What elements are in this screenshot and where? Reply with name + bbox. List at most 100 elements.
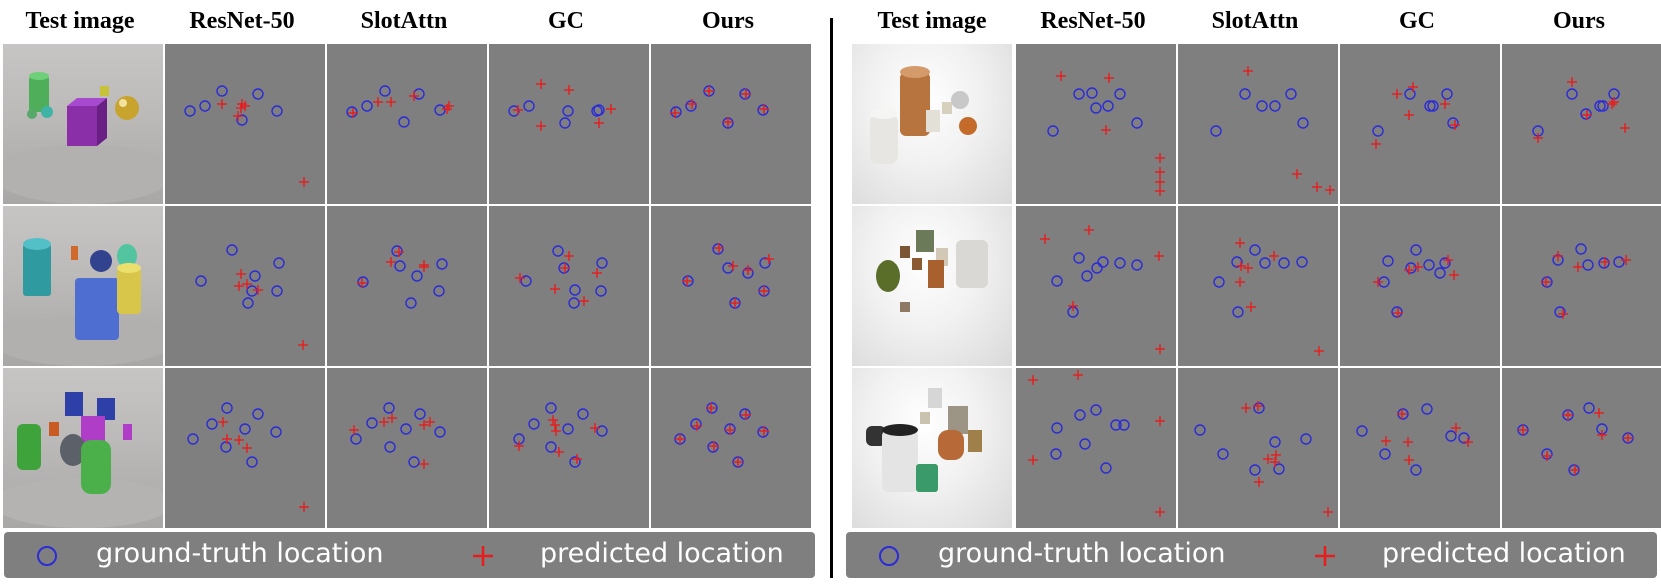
predicted-marker — [1381, 436, 1391, 446]
ground-truth-marker — [1554, 306, 1566, 318]
ground-truth-marker — [400, 423, 412, 435]
marker-plot — [1213, 238, 1324, 356]
ground-truth-marker — [271, 285, 283, 297]
predicted-marker — [1241, 403, 1251, 413]
predicted-marker — [1323, 507, 1333, 517]
ground-truth-marker — [1074, 409, 1086, 421]
predicted-marker — [1235, 277, 1245, 287]
ground-truth-marker — [379, 85, 391, 97]
ground-truth-marker — [1231, 256, 1243, 268]
ground-truth-marker — [1613, 256, 1625, 268]
predicted-marker — [675, 434, 685, 444]
legend-pred-label: predicted location — [540, 538, 784, 569]
predicted-marker — [1155, 153, 1165, 163]
predicted-marker — [1056, 71, 1066, 81]
ground-truth-marker — [1131, 259, 1143, 271]
ground-truth-marker — [757, 426, 769, 438]
test-image-thumbnail — [852, 368, 1012, 528]
ground-truth-marker — [1404, 88, 1416, 100]
predicted-marker — [1325, 185, 1335, 195]
ground-truth-marker — [246, 456, 258, 468]
ground-truth-marker — [411, 270, 423, 282]
ground-truth-marker — [1210, 125, 1222, 137]
ground-truth-marker — [1097, 256, 1109, 268]
predicted-marker — [514, 441, 524, 451]
predicted-marker — [419, 459, 429, 469]
predicted-marker — [1621, 255, 1631, 265]
predicted-marker — [1235, 238, 1245, 248]
ground-truth-marker — [1445, 430, 1457, 442]
ground-truth-marker — [1256, 100, 1268, 112]
ground-truth-marker — [1424, 100, 1436, 112]
ground-truth-marker — [562, 423, 574, 435]
ground-truth-marker — [1073, 88, 1085, 100]
ground-truth-marker — [384, 441, 396, 453]
predicted-marker — [1068, 301, 1078, 311]
marker-cell-left-resnet — [165, 206, 325, 366]
ground-truth-marker — [405, 297, 417, 309]
ground-truth-marker — [271, 105, 283, 117]
ground-truth-marker — [596, 257, 608, 269]
marker-cell-right-gc — [1340, 206, 1500, 366]
predicted-marker — [1440, 99, 1450, 109]
legend-left: ground-truth location predicted location — [4, 532, 815, 578]
predicted-marker — [687, 99, 697, 109]
predicted-marker — [1404, 265, 1414, 275]
predicted-marker — [1404, 455, 1414, 465]
predicted-marker — [234, 435, 244, 445]
predicted-marker — [1040, 234, 1050, 244]
ground-truth-marker — [1051, 422, 1063, 434]
marker-cell-right-resnet — [1016, 206, 1176, 366]
marker-cell-right-slotattn — [1178, 368, 1338, 528]
ground-truth-marker — [398, 116, 410, 128]
predicted-marker — [1570, 465, 1580, 475]
predicted-marker — [1236, 261, 1246, 271]
ground-truth-marker — [1594, 100, 1606, 112]
predicted-marker — [1155, 167, 1165, 177]
marker-plot — [357, 245, 448, 309]
predicted-marker — [590, 423, 600, 433]
ground-truth-marker — [1458, 432, 1470, 444]
ground-truth-marker — [1356, 425, 1368, 437]
predicted-marker — [1541, 277, 1551, 287]
ground-truth-marker — [1118, 419, 1130, 431]
predicted-marker — [1292, 169, 1302, 179]
predicted-marker — [704, 86, 714, 96]
legend-gt-label: ground-truth location — [96, 538, 384, 569]
ground-truth-marker — [1427, 100, 1439, 112]
ground-truth-marker — [1259, 257, 1271, 269]
predicted-marker — [1155, 186, 1165, 196]
predicted-marker — [386, 97, 396, 107]
ground-truth-marker — [1582, 259, 1594, 271]
ground-truth-marker — [1232, 306, 1244, 318]
scene-illustration — [3, 72, 163, 204]
marker-plot — [1373, 244, 1459, 318]
header-gc: GC — [1399, 8, 1435, 34]
predicted-marker — [373, 97, 383, 107]
predicted-marker — [1609, 97, 1619, 107]
ground-truth-marker — [1441, 88, 1453, 100]
ground-truth-marker — [184, 105, 196, 117]
marker-cell-right-ours — [1502, 44, 1661, 204]
marker-cell-right-slotattn — [1178, 206, 1338, 366]
predicted-marker — [409, 91, 419, 101]
ground-truth-marker — [707, 441, 719, 453]
marker-cell-left-gc — [489, 44, 649, 204]
predicted-marker — [550, 284, 560, 294]
predicted-marker — [759, 104, 769, 114]
header-slotattn: SlotAttn — [360, 8, 448, 34]
ground-truth-marker — [1073, 252, 1085, 264]
predicted-marker — [349, 425, 359, 435]
predicted-marker — [560, 263, 570, 273]
predicted-marker — [1084, 225, 1094, 235]
ground-truth-marker — [759, 257, 771, 269]
predicted-marker — [299, 502, 309, 512]
predicted-marker — [1073, 370, 1083, 380]
ground-truth-marker — [408, 456, 420, 468]
header-ours: Ours — [1552, 8, 1605, 34]
predicted-marker — [743, 265, 753, 275]
ground-truth-marker — [690, 418, 702, 430]
predicted-marker — [733, 457, 743, 467]
ground-truth-marker — [528, 418, 540, 430]
ground-truth-marker — [1391, 306, 1403, 318]
